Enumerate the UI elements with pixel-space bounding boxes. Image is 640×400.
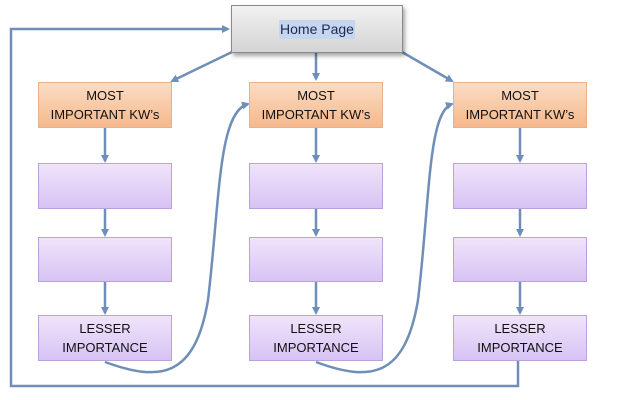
col1-mid1-box: [38, 163, 172, 209]
col2-mid1-box: [249, 163, 383, 209]
col3-top-label: MOST IMPORTANT KW’s: [465, 88, 575, 122]
arrow-home-to-col1: [170, 50, 233, 83]
curve-col2-bottom-to-col3-top: [315, 102, 454, 374]
home-page-node: Home Page: [231, 5, 403, 53]
col1-bottom-label: LESSER IMPORTANCE: [62, 321, 148, 355]
col3-lesser-importance-box: LESSER IMPORTANCE: [453, 315, 587, 361]
col1-mid2-box: [38, 237, 172, 282]
col3-mid1-box: [453, 163, 587, 209]
loop-back-to-home: [9, 25, 520, 388]
col3-mid2-box: [453, 237, 587, 282]
curve-col1-bottom-to-col2-top: [104, 101, 250, 374]
col3-bottom-label: LESSER IMPORTANCE: [477, 321, 563, 355]
col2-top-label: MOST IMPORTANT KW’s: [261, 88, 371, 122]
home-page-label: Home Page: [279, 19, 355, 39]
col2-most-important-box: MOST IMPORTANT KW’s: [249, 82, 383, 128]
col2-bottom-label: LESSER IMPORTANCE: [273, 321, 359, 355]
col2-mid2-box: [249, 237, 383, 282]
arrow-home-to-col3: [401, 50, 454, 83]
col1-top-label: MOST IMPORTANT KW’s: [50, 88, 160, 122]
col3-most-important-box: MOST IMPORTANT KW’s: [453, 82, 587, 128]
col2-lesser-importance-box: LESSER IMPORTANCE: [249, 315, 383, 361]
col1-most-important-box: MOST IMPORTANT KW’s: [38, 82, 172, 128]
col1-lesser-importance-box: LESSER IMPORTANCE: [38, 315, 172, 361]
